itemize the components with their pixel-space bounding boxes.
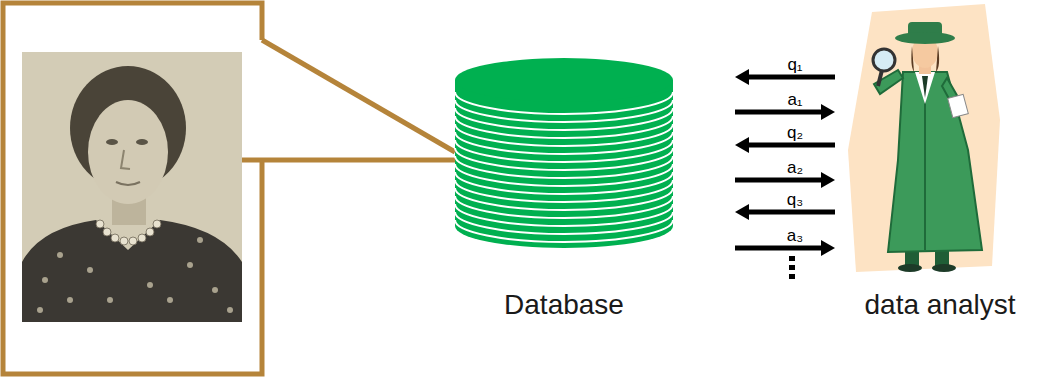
answer-arrow: [735, 178, 821, 183]
cylinder-body: [455, 80, 673, 248]
continuation-dots: [789, 256, 795, 261]
null: [103, 228, 111, 236]
node-label: Database: [455, 288, 673, 322]
portrait-photo: [22, 220, 242, 322]
analyst-figure: [898, 264, 922, 272]
portrait-photo: [136, 139, 148, 145]
portrait-photo: [88, 100, 168, 204]
continuation-dots: [789, 265, 795, 270]
null: [42, 277, 48, 283]
null: [147, 282, 153, 288]
null: [138, 234, 146, 242]
null: [111, 234, 119, 242]
cylinder-layer: [455, 156, 673, 178]
cylinder-layer: [455, 204, 673, 226]
query-arrow: [749, 210, 835, 215]
callout-frame: [3, 3, 262, 374]
analyst-figure: [848, 4, 1000, 272]
null: [120, 237, 128, 245]
cylinder-layer: [455, 196, 673, 218]
cylinder-layer: [455, 212, 673, 234]
database-cylinder: Database: [455, 58, 673, 322]
portrait-photo: [106, 139, 118, 145]
null: [107, 297, 113, 303]
cylinder-layer: [455, 180, 673, 202]
callout-frame: [242, 158, 455, 163]
null: [67, 297, 73, 303]
null: [212, 287, 218, 293]
null: [187, 262, 193, 268]
analyst-figure: [848, 4, 1000, 272]
analyst-figure: [873, 49, 895, 71]
cylinder-layer: [455, 172, 673, 194]
message-label: a₂: [785, 159, 805, 177]
message-label: a₃: [785, 227, 805, 245]
message-label: q₃: [785, 191, 805, 209]
null: [197, 237, 203, 243]
cylinder-layer: [455, 220, 673, 242]
cylinder-layer: [455, 188, 673, 210]
analyst-figure: [922, 76, 928, 98]
query-arrow: [749, 143, 835, 148]
cylinder-top: [455, 58, 673, 102]
cylinder-layer: [455, 124, 673, 146]
query-arrow: [749, 75, 835, 80]
cylinder-layer: [455, 116, 673, 138]
portrait-photo: [22, 52, 242, 322]
portrait-photo: [22, 52, 242, 322]
callout-frame: [3, 3, 455, 374]
analyst-figure: [895, 32, 955, 44]
analyst-figure: [936, 46, 939, 72]
analyst-figure: [915, 72, 935, 104]
node-label: data analyst: [838, 288, 1042, 322]
portrait-photo: [116, 182, 140, 185]
message-label: q₂: [785, 124, 805, 142]
null: [227, 307, 233, 313]
analyst-figure: [874, 70, 903, 94]
cylinder-layer: [455, 164, 673, 186]
null: [37, 307, 43, 313]
null: [87, 267, 93, 273]
null: [153, 220, 161, 228]
portrait-photo: [22, 52, 242, 322]
null: [167, 297, 173, 303]
data-analyst-figure: data analyst: [838, 0, 1042, 322]
callout-frame: [262, 40, 455, 152]
analyst-figure: [878, 70, 882, 86]
analyst-figure: [932, 264, 956, 272]
message-label: a₁: [785, 91, 804, 109]
cylinder-layer: [455, 108, 673, 130]
analyst-figure: [888, 72, 982, 252]
null: [57, 252, 63, 258]
null: [37, 237, 233, 313]
answer-arrow: [735, 110, 821, 115]
null: [146, 228, 154, 236]
analyst-figure: [948, 94, 969, 117]
cylinder-outline: [455, 58, 673, 248]
continuation-dots: [789, 256, 795, 279]
cylinder-layer: [455, 148, 673, 170]
null: [96, 220, 104, 228]
analyst-figure: [911, 46, 914, 72]
analyst-figure: [924, 100, 926, 250]
continuation-dots: [789, 274, 795, 279]
null: [96, 220, 161, 245]
message-label: q₁: [785, 56, 804, 74]
answer-arrow: [735, 246, 821, 251]
cylinder-layer: [455, 100, 673, 122]
null: [129, 237, 137, 245]
cylinder-layer: [455, 140, 673, 162]
cylinder-layer: [455, 132, 673, 154]
portrait-photo: [121, 150, 130, 169]
